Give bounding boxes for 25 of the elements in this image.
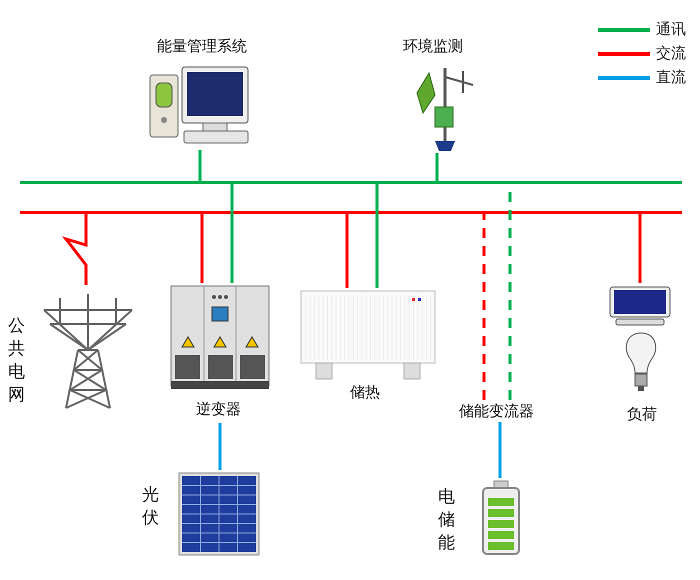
device-label: 环境监测 — [403, 37, 463, 55]
legend-label: 交流 — [656, 44, 686, 63]
connector-line — [218, 423, 222, 470]
legend-label: 通讯 — [656, 20, 686, 39]
device-label: 公共电网 — [8, 315, 26, 407]
connector-line — [638, 214, 642, 283]
connector-line — [200, 214, 204, 283]
device-label: 储热 — [350, 383, 380, 401]
device-label: 逆变器 — [196, 400, 241, 418]
device-label: 负荷 — [627, 405, 657, 423]
bus-line — [20, 181, 682, 184]
connector-line — [198, 150, 202, 181]
connector-line — [376, 184, 378, 288]
legend-label: 直流 — [656, 68, 686, 87]
device-label: 能量管理系统 — [157, 37, 247, 55]
device-label: 电储能 — [438, 486, 456, 555]
bus-line — [20, 211, 682, 214]
connector-line — [436, 153, 438, 181]
connector-line — [482, 214, 486, 400]
connector-line — [498, 422, 502, 478]
connector-line — [230, 184, 234, 283]
device-label: 光伏 — [142, 484, 160, 530]
device-label: 储能变流器 — [459, 402, 534, 420]
switch-line — [62, 214, 88, 285]
connector-line — [346, 214, 348, 288]
